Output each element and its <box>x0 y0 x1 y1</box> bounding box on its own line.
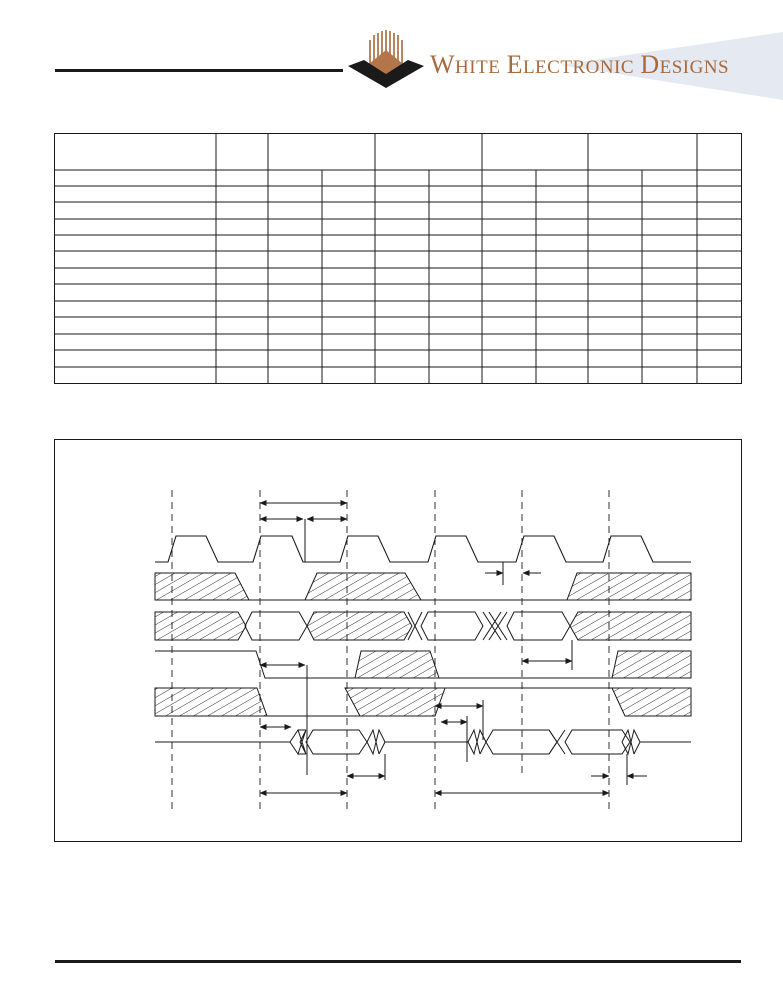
clock-signal <box>155 535 691 563</box>
timing-diagram-frame <box>54 439 742 842</box>
timing-diagram <box>154 490 692 812</box>
diamond-sunburst-logo-icon <box>348 30 424 88</box>
timing-arrows <box>259 500 647 796</box>
header-accent-band <box>560 32 783 100</box>
signal-row-3 <box>154 611 692 641</box>
signal-row-2 <box>154 572 692 601</box>
parameter-table <box>54 133 742 384</box>
signal-row-5 <box>154 687 692 717</box>
signal-row-6-data <box>155 728 691 756</box>
signal-row-4 <box>155 650 692 679</box>
footer-rule <box>55 960 741 963</box>
brand-name: WHITE ELECTRONIC DESIGNS <box>430 50 730 79</box>
header-rule <box>55 69 343 72</box>
